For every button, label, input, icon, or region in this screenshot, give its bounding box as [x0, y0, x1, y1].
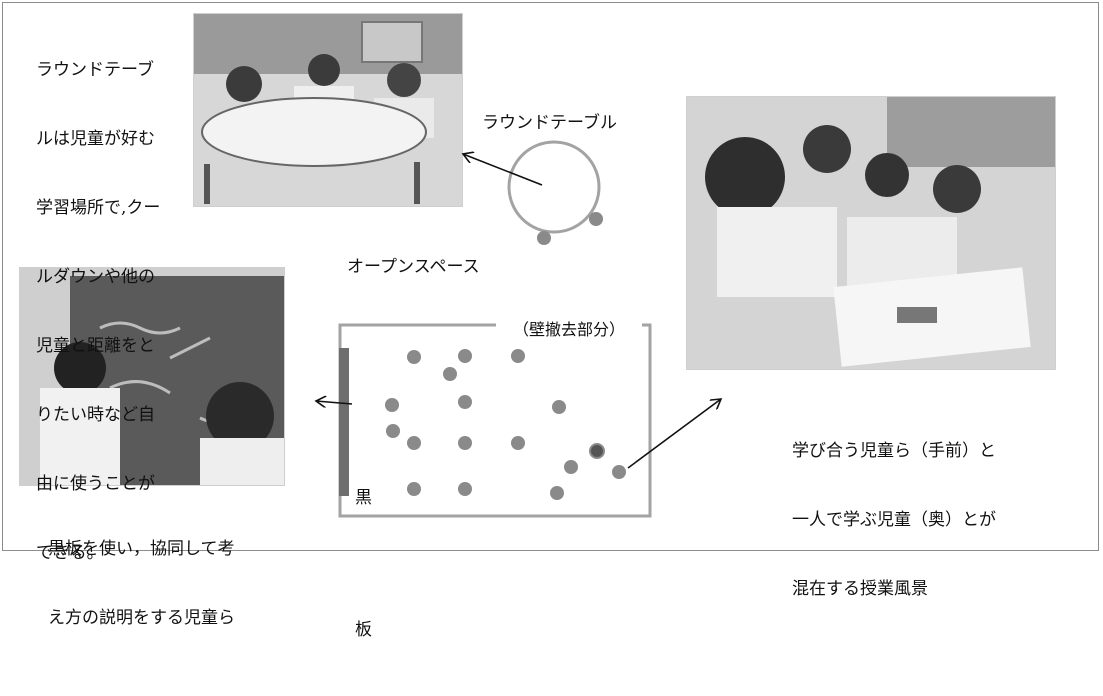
student-dot	[458, 395, 472, 409]
student-dot-highlight	[589, 443, 605, 459]
student-dot	[386, 424, 400, 438]
student-dot	[550, 486, 564, 500]
student-dot	[458, 436, 472, 450]
student-dot	[511, 436, 525, 450]
student-dot	[407, 350, 421, 364]
round-table-description: ラウンドテーブ ルは児童が好む 学習場所で,クー ルダウンや他の 児童と距離をと…	[36, 60, 161, 563]
blackboard-label: 黒 板	[355, 488, 372, 640]
open-space-label: オープンスペース	[347, 257, 480, 277]
wall-removed-label: （壁撤去部分）	[513, 320, 626, 339]
round-table-circle	[507, 140, 601, 234]
classroom-layout-diagram	[0, 140, 1103, 518]
arrow-to-classroom-photo	[627, 399, 721, 469]
student-dot	[511, 349, 525, 363]
student-dot	[589, 212, 603, 226]
student-dot	[564, 460, 578, 474]
student-dot	[458, 482, 472, 496]
student-dot	[552, 400, 566, 414]
student-dot	[612, 465, 626, 479]
student-dot	[407, 436, 421, 450]
round-table-label: ラウンドテーブル	[482, 113, 617, 133]
arrow-to-round-table-photo	[463, 154, 543, 186]
classroom-photo	[686, 96, 1056, 370]
student-dot	[407, 482, 421, 496]
figure-frame	[2, 2, 1099, 551]
student-dot	[458, 349, 472, 363]
arrow-to-blackboard-photo	[316, 401, 353, 404]
blackboard-photo	[19, 267, 285, 486]
student-dots-group	[385, 349, 626, 500]
room-outline	[338, 323, 652, 518]
student-dot	[443, 367, 457, 381]
mixed-learning-description: 学び合う児童ら（手前）と 一人で学ぶ児童（奥）とが 混在する授業風景	[792, 441, 996, 599]
blackboard-bar	[339, 348, 349, 496]
round-table-photo	[193, 13, 463, 207]
student-dot	[537, 231, 551, 245]
blackboard-description: 黒板を使い，協同して考 え方の説明をする児童ら	[48, 539, 235, 628]
student-dot	[385, 398, 399, 412]
